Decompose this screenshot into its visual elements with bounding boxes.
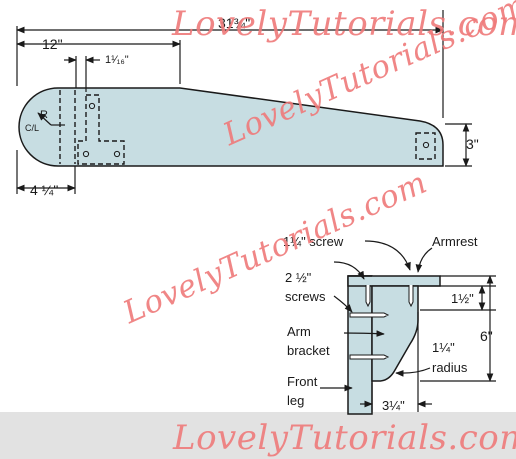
screw-side-1: [349, 312, 390, 318]
leader-screw-1-4: [364, 240, 411, 271]
dim-314-label: 3¼": [382, 398, 405, 413]
watermark-top: LovelyTutorials.com: [172, 4, 516, 44]
dim-414-label: 4 ¼": [30, 182, 58, 198]
bracket-outline-plan: [77, 94, 125, 165]
screw-mark-3: [113, 150, 121, 158]
armrest-outline: [18, 87, 444, 167]
dim-overall-label: 31¾": [218, 15, 250, 31]
label-arm-bracket-l2: bracket: [287, 343, 330, 358]
watermark-bottom: LovelyTutorials.com: [173, 418, 516, 458]
radius-arrow: [37, 112, 52, 126]
footer-band: [0, 412, 516, 459]
screw-top-1: [365, 285, 371, 308]
armrest-board: [347, 275, 441, 287]
rear-bracket-plan: [415, 132, 436, 160]
screw-side-2: [349, 354, 390, 360]
dim-112-label: 1½": [451, 291, 474, 306]
centerline-symbol: C/L: [25, 123, 39, 133]
dim-12-label: 12": [42, 36, 63, 52]
radius-letter: R: [40, 109, 48, 121]
leader-screws-2-1-2-a: [333, 261, 365, 280]
leader-armrest: [415, 247, 433, 273]
label-screws-2-1-2-l1: 2 ½": [285, 270, 312, 285]
bracket-section-view: 1½" 6" 3¼" 1¼" screw Armrest 2 ½" screws…: [283, 234, 496, 415]
leader-radius: [395, 367, 431, 377]
label-radius-l2: radius: [432, 360, 468, 375]
leader-screws-2-1-2-b: [333, 295, 353, 313]
armrest-plan-view: R C/L 31¾" 12" 1¹⁄₁₆" 4 ¼" 3": [16, 10, 479, 198]
screw-mark-2: [82, 150, 90, 158]
label-front-leg-l1: Front: [287, 374, 318, 389]
label-armrest: Armrest: [432, 234, 478, 249]
label-front-leg-l2: leg: [287, 393, 304, 408]
dim-6-label: 6": [480, 328, 493, 344]
screw-mark-4: [422, 141, 430, 149]
label-radius-l1: 1¼": [432, 340, 455, 355]
label-arm-bracket-l1: Arm: [287, 324, 311, 339]
leader-arm-bracket: [343, 330, 385, 337]
dim-1116-label: 1¹⁄₁₆": [105, 54, 129, 66]
label-screws-2-1-2-l2: screws: [285, 289, 326, 304]
screw-mark-1: [88, 102, 96, 110]
label-screw-1-4: 1¼" screw: [283, 234, 344, 249]
screw-top-2: [408, 285, 414, 308]
dim-3-label: 3": [466, 136, 479, 152]
